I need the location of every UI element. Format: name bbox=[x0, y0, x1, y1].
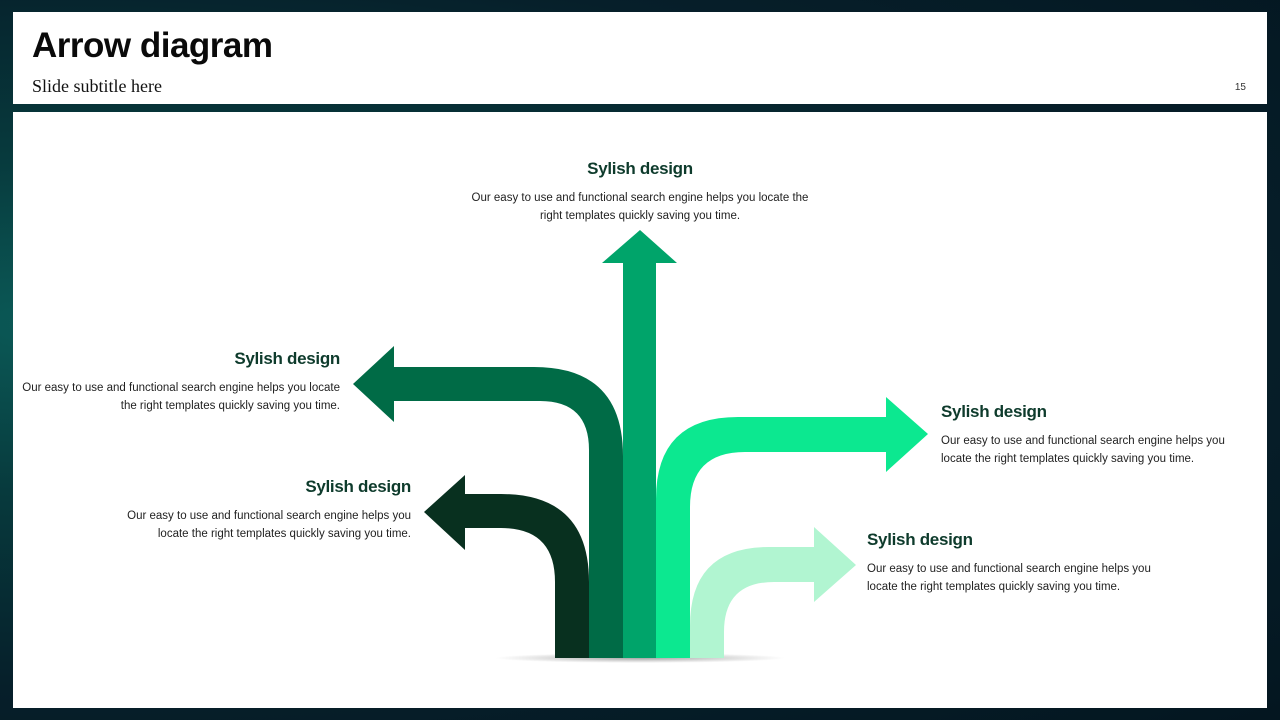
text-block-lower-right: Sylish design Our easy to use and functi… bbox=[867, 530, 1197, 596]
text-block-lower-left: Sylish design Our easy to use and functi… bbox=[100, 477, 411, 543]
block-body: Our easy to use and functional search en… bbox=[867, 560, 1197, 596]
page-number: 15 bbox=[1234, 82, 1246, 93]
block-heading: Sylish design bbox=[941, 402, 1047, 421]
slide-title: Arrow diagram bbox=[32, 26, 273, 65]
body-line: locate the right templates quickly savin… bbox=[941, 453, 1195, 465]
body-line: right templates quickly saving you time. bbox=[539, 210, 741, 222]
text-block-upper-left: Sylish design Our easy to use and functi… bbox=[20, 349, 340, 415]
slide-subtitle: Slide subtitle here bbox=[32, 76, 162, 96]
body-line: the right templates quickly saving you t… bbox=[120, 400, 340, 412]
block-heading: Sylish design bbox=[234, 349, 340, 368]
arrow-bright-right bbox=[656, 397, 928, 658]
block-heading: Sylish design bbox=[867, 530, 973, 549]
block-body: Our easy to use and functional search en… bbox=[20, 379, 340, 415]
arrow-pale-right bbox=[690, 527, 856, 658]
arrow-forest-left bbox=[353, 346, 623, 658]
arrow-dark-left bbox=[424, 475, 589, 658]
header-panel: Arrow diagram Slide subtitle here 15 bbox=[13, 12, 1267, 104]
text-block-upper-right: Sylish design Our easy to use and functi… bbox=[941, 402, 1261, 468]
arrow-center-up bbox=[602, 230, 677, 658]
body-line: locate the right templates quickly savin… bbox=[867, 581, 1121, 593]
block-heading: Sylish design bbox=[587, 159, 693, 178]
block-body: Our easy to use and functional search en… bbox=[440, 189, 840, 225]
body-line: Our easy to use and functional search en… bbox=[941, 435, 1225, 447]
block-body: Our easy to use and functional search en… bbox=[941, 432, 1261, 468]
block-body: Our easy to use and functional search en… bbox=[100, 507, 411, 543]
body-line: locate the right templates quickly savin… bbox=[157, 528, 411, 540]
text-block-top: Sylish design Our easy to use and functi… bbox=[440, 159, 840, 225]
block-heading: Sylish design bbox=[305, 477, 411, 496]
body-line: Our easy to use and functional search en… bbox=[471, 192, 809, 204]
body-line: Our easy to use and functional search en… bbox=[867, 563, 1151, 575]
body-line: Our easy to use and functional search en… bbox=[127, 510, 411, 522]
body-line: Our easy to use and functional search en… bbox=[22, 382, 340, 394]
